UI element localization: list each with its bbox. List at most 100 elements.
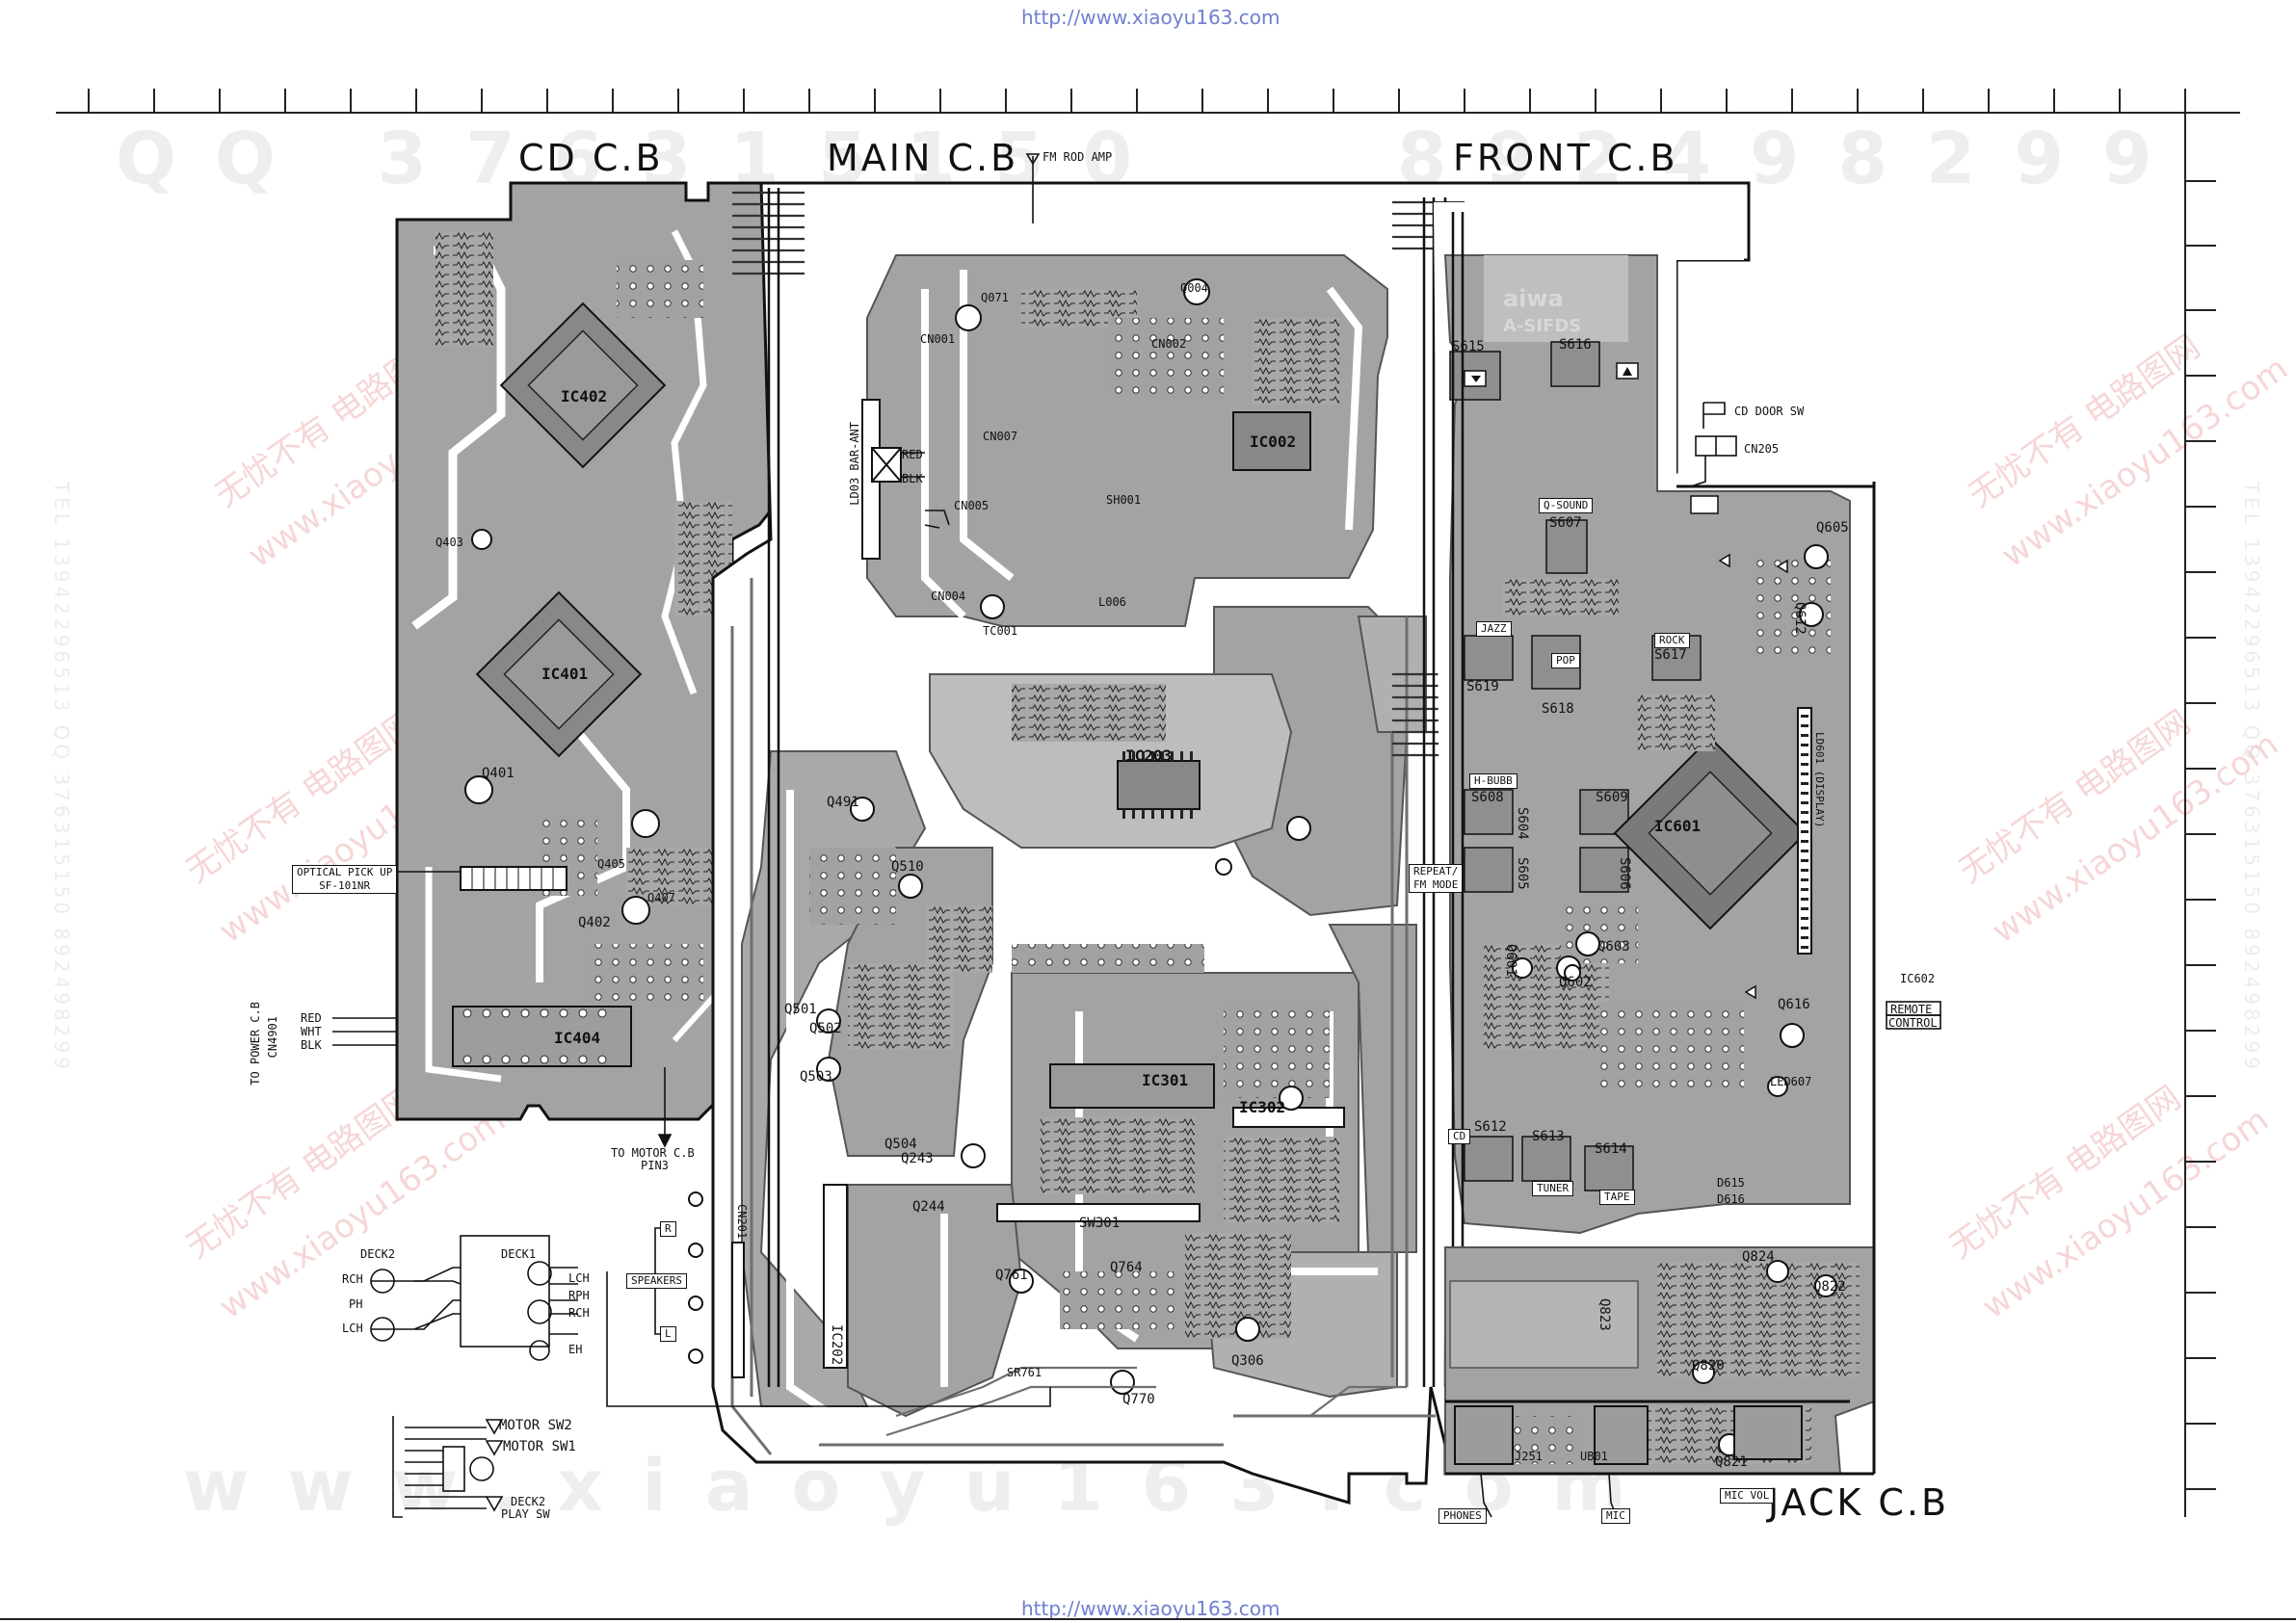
cn004-label: CN004	[931, 589, 966, 603]
deck2-ph-label: PH	[349, 1297, 363, 1311]
deck2-lch-label: LCH	[342, 1322, 363, 1335]
q605-label: Q605	[1816, 520, 1849, 536]
q601-label: Q601	[1503, 944, 1518, 977]
s609-label: S609	[1596, 790, 1628, 805]
s614-label: S614	[1595, 1141, 1627, 1157]
cn005-label: CN005	[954, 499, 990, 512]
display-label: LD601 (DISPLAY)	[1813, 732, 1826, 828]
s612-label: S612	[1474, 1119, 1507, 1135]
cn201-label: CN201	[735, 1204, 749, 1240]
q503-label: Q503	[800, 1069, 832, 1085]
jack-board	[1444, 482, 1876, 1476]
sh001-label: SH001	[1106, 493, 1142, 507]
to-power-cb-label: TO POWER C.B	[249, 1002, 262, 1086]
pop-label: POP	[1551, 653, 1580, 668]
s618-label: S618	[1542, 701, 1574, 717]
h-bubb-label: H-BUBB	[1469, 773, 1517, 789]
s606-label: S606	[1617, 857, 1632, 890]
jack-board-title: JACK C.B	[1768, 1481, 1950, 1524]
bottom-url[interactable]: http://www.xiaoyu163.com	[1021, 1597, 1280, 1620]
sr761-label: SR761	[1007, 1366, 1042, 1379]
s617-label: S617	[1654, 647, 1687, 663]
q244-label: Q244	[912, 1199, 945, 1215]
remote-label: REMOTE	[1890, 1003, 1933, 1016]
q821-label: Q821	[1715, 1454, 1748, 1470]
main-board	[688, 181, 1751, 1505]
cn4901-label: CN4901	[266, 1016, 279, 1059]
cd-switch-label: CD	[1448, 1129, 1471, 1144]
q616-label: Q616	[1778, 997, 1810, 1012]
ic002-label: IC002	[1250, 432, 1297, 451]
wire-wht: WHT	[301, 1025, 322, 1038]
q502-label: Q502	[809, 1021, 842, 1036]
rock-label: ROCK	[1654, 633, 1690, 648]
play-sw-label: PLAY SW	[501, 1507, 550, 1521]
tc001-label: TC001	[983, 624, 1018, 638]
q820-label: Q820	[1692, 1358, 1725, 1374]
q510-label: Q510	[891, 859, 924, 875]
sw301-label: SW301	[1079, 1216, 1121, 1231]
s616-label: S616	[1559, 337, 1592, 353]
speakers-box: SPEAKERS	[626, 1273, 687, 1289]
q243-label: Q243	[901, 1151, 934, 1166]
s615-label: S615	[1452, 339, 1485, 354]
cd-board-title: CD C.B	[518, 137, 664, 179]
q491-label: Q491	[827, 795, 859, 810]
ic302-label: IC302	[1239, 1098, 1286, 1116]
s613-label: S613	[1532, 1129, 1565, 1144]
speaker-l-label: L	[660, 1326, 676, 1342]
ic404-label: IC404	[554, 1029, 601, 1047]
deck1-eh-label: EH	[568, 1343, 583, 1356]
deck2-rch-label: RCH	[342, 1272, 363, 1286]
q761-label: Q761	[995, 1268, 1028, 1283]
mic-vol-label: MIC VOL	[1720, 1488, 1775, 1504]
ic401-label: IC401	[541, 665, 589, 683]
q-sound-label: Q-SOUND	[1539, 498, 1594, 513]
model-label: A-SIFDS	[1503, 316, 1582, 336]
q306-label: Q306	[1231, 1353, 1264, 1369]
phones-label: PHONES	[1438, 1508, 1487, 1524]
motor-sw1-label: MOTOR SW1	[503, 1439, 576, 1454]
s619-label: S619	[1466, 679, 1499, 694]
q405-label: Q405	[597, 857, 625, 871]
tuner-label: TUNER	[1532, 1181, 1574, 1196]
q004-label: Q004	[1180, 281, 1208, 295]
bar-antenna-label: LD03 BAR-ANT	[848, 422, 861, 506]
deck1-rph-label: RPH	[568, 1289, 590, 1302]
q764-label: Q764	[1110, 1260, 1143, 1275]
fm-rod-amp-label: FM ROD AMP	[1042, 150, 1113, 164]
ruler-ticks	[88, 89, 2186, 113]
control-label: CONTROL	[1888, 1016, 1938, 1030]
q770-label: Q770	[1122, 1392, 1155, 1407]
q823-label: Q823	[1597, 1298, 1612, 1331]
jazz-label: JAZZ	[1476, 621, 1512, 637]
ic602-remote-label: IC602	[1900, 972, 1936, 985]
deck2-label: DECK2	[360, 1247, 396, 1261]
ub01-label: UB01	[1580, 1450, 1608, 1463]
optical-pickup-line2: SF-101NR	[319, 879, 371, 892]
ic203-label: IC203	[1125, 746, 1173, 765]
q612-label: Q612	[1792, 602, 1808, 635]
j251-label: J251	[1515, 1450, 1543, 1463]
cn002-label: CN002	[1151, 337, 1187, 351]
q071-label: Q071	[981, 291, 1009, 304]
to-motor-cb-pin-label: PIN3	[641, 1159, 669, 1172]
side-watermark-right: TEL 13942296513 QQ 376315150 892498299	[2240, 482, 2263, 1073]
s604-label: S604	[1515, 807, 1530, 840]
cn205-label: CN205	[1744, 442, 1780, 456]
ic601-label: IC601	[1654, 817, 1702, 835]
q402-label: Q402	[578, 915, 611, 930]
top-url[interactable]: http://www.xiaoyu163.com	[1021, 6, 1280, 29]
cn007-label: CN007	[983, 430, 1018, 443]
bar-ant-red: RED	[902, 448, 923, 461]
d616-label: D616	[1717, 1192, 1745, 1206]
aiwa-logo: aiwa	[1503, 285, 1564, 312]
q603-label: Q603	[1597, 939, 1630, 955]
s608-label: S608	[1471, 790, 1504, 805]
front-board-title: FRONT C.B	[1453, 137, 1678, 179]
repeat-fm-mode-box: REPEAT/ FM MODE	[1409, 864, 1464, 893]
q602-label: Q602	[1559, 975, 1592, 990]
s605-label: S605	[1515, 857, 1530, 890]
wire-red: RED	[301, 1011, 322, 1025]
